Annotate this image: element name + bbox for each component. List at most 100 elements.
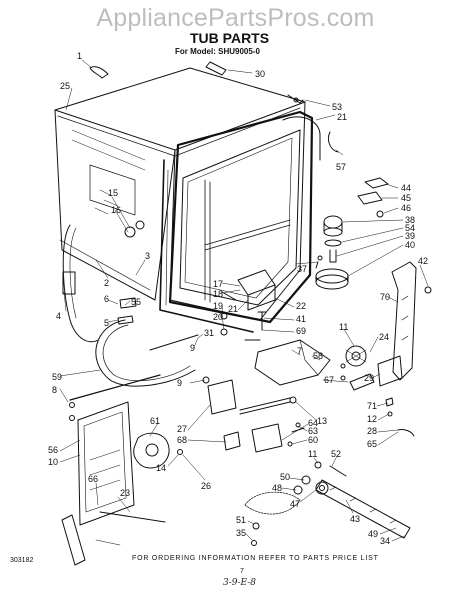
base-leg (61, 514, 86, 566)
float-24 (345, 345, 367, 367)
rack-rails (204, 179, 291, 303)
callout-label: 4 (56, 311, 61, 321)
wire-56 (397, 429, 415, 437)
callout-label: 55 (131, 297, 141, 307)
callout-label: 53 (332, 102, 342, 112)
callout-label: 58 (313, 351, 323, 361)
nut-48 (301, 475, 311, 485)
callout-label: 35 (236, 528, 246, 538)
callout-label: 46 (401, 203, 411, 213)
callout-label: 38 (405, 215, 415, 225)
callout-label: 20 (213, 312, 223, 322)
callout-label: 24 (379, 332, 389, 342)
page-number: 7 (240, 568, 244, 575)
callout-label: 69 (296, 326, 306, 336)
callout-label: 12 (367, 414, 377, 424)
callout-label: 50 (280, 472, 290, 482)
callout-label: 41 (296, 314, 306, 324)
callout-label: 28 (367, 426, 377, 436)
lower-panel (77, 401, 135, 526)
callout-label: 21 (337, 112, 347, 122)
callout-label: 57 (336, 162, 346, 172)
callout-label: 31 (204, 328, 214, 338)
watermark: AppliancePartsPros.com (96, 4, 375, 32)
valve-4 (62, 271, 76, 295)
inlet-hose (62, 224, 99, 343)
right-bracket (391, 261, 417, 381)
callout-label: 34 (380, 536, 390, 546)
nut-46 (376, 210, 384, 218)
relay-63 (251, 423, 283, 453)
hose-57 (327, 131, 339, 153)
handwritten-code: 3-9-E-8 (223, 578, 257, 588)
callout-label: 42 (418, 256, 428, 266)
callout-label: 61 (150, 416, 160, 426)
callout-label: 11 (308, 449, 317, 459)
callout-label: 9 (190, 343, 195, 353)
callout-label: 1 (77, 51, 82, 61)
callout-labels: 1 25 30 53 21 57 15 16 44 45 46 38 54 39… (48, 51, 428, 546)
callout-label: 25 (60, 81, 70, 91)
callout-label: 54 (405, 223, 415, 233)
diagram-subtitle: For Model: SHU9005-0 (175, 47, 260, 56)
callout-label: 21 (228, 304, 238, 314)
callout-label: 30 (255, 69, 265, 79)
control-housing (254, 339, 331, 386)
bracket-44 (364, 177, 389, 189)
filter-dome (244, 491, 301, 515)
callout-label: 51 (236, 515, 246, 525)
stem-50 (329, 465, 347, 477)
dispenser-cap (323, 215, 343, 229)
callout-label: 11 (339, 322, 348, 332)
callout-label: 10 (48, 457, 58, 467)
callout-label: 68 (177, 435, 187, 445)
callout-label: 22 (296, 301, 306, 311)
callout-label: 15 (108, 188, 118, 198)
callout-label: 67 (324, 375, 334, 385)
callout-label: 52 (331, 449, 341, 459)
callout-label: 26 (201, 481, 211, 491)
callout-label: 40 (405, 240, 415, 250)
door-gasket (168, 110, 314, 324)
callout-label: 49 (368, 529, 378, 539)
callout-label: 65 (367, 439, 377, 449)
module-68 (207, 379, 237, 415)
heater-element (95, 319, 196, 387)
callout-label: 60 (308, 435, 318, 445)
diagram-title: TUB PARTS (190, 30, 270, 46)
clip-part (89, 66, 109, 79)
screw-42 (424, 286, 432, 294)
callout-label: 44 (401, 183, 411, 193)
callout-label: 18 (213, 289, 223, 299)
motor-assembly (133, 432, 170, 469)
callout-label: 9 (177, 378, 182, 388)
callout-label: 27 (177, 424, 187, 434)
callout-label: 39 (405, 231, 415, 241)
callout-label: 48 (272, 483, 282, 493)
washer-47 (293, 485, 303, 495)
callout-label: 14 (156, 463, 166, 473)
callout-label: 16 (111, 205, 121, 215)
washer-54 (324, 239, 342, 247)
callout-label: 63 (308, 426, 318, 436)
callout-label: 5 (104, 318, 109, 328)
callout-label: 13 (317, 416, 327, 426)
wash-arm (315, 479, 411, 539)
callout-label: 37 (297, 264, 307, 274)
callout-label: 6 (104, 294, 109, 304)
callout-label: 71 (367, 401, 377, 411)
callout-label: 2 (104, 278, 109, 288)
stem-39 (329, 249, 337, 263)
vent-clip (205, 61, 227, 76)
callout-label: 3 (145, 251, 150, 261)
callout-label: 29 (364, 373, 374, 383)
ordering-info-note: FOR ORDERING INFORMATION REFER TO PARTS … (132, 555, 379, 562)
callout-label: 43 (350, 514, 360, 524)
base-40 (315, 268, 349, 284)
callout-label: 64 (308, 418, 318, 428)
vent-16 (124, 226, 136, 238)
callout-label: 45 (401, 193, 411, 203)
float-bracket-29 (349, 373, 375, 391)
